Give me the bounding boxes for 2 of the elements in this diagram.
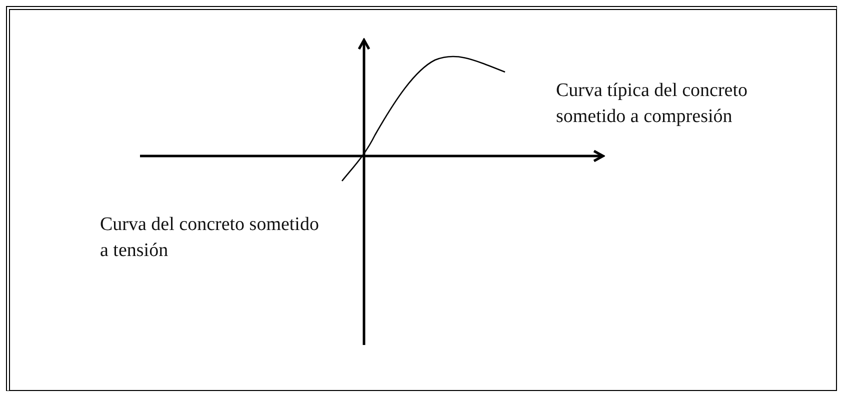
curve-label: Curva típica del concreto sometido a compresión [556, 79, 749, 129]
curve-label: Curva del concreto sometido a tensión [100, 213, 320, 263]
